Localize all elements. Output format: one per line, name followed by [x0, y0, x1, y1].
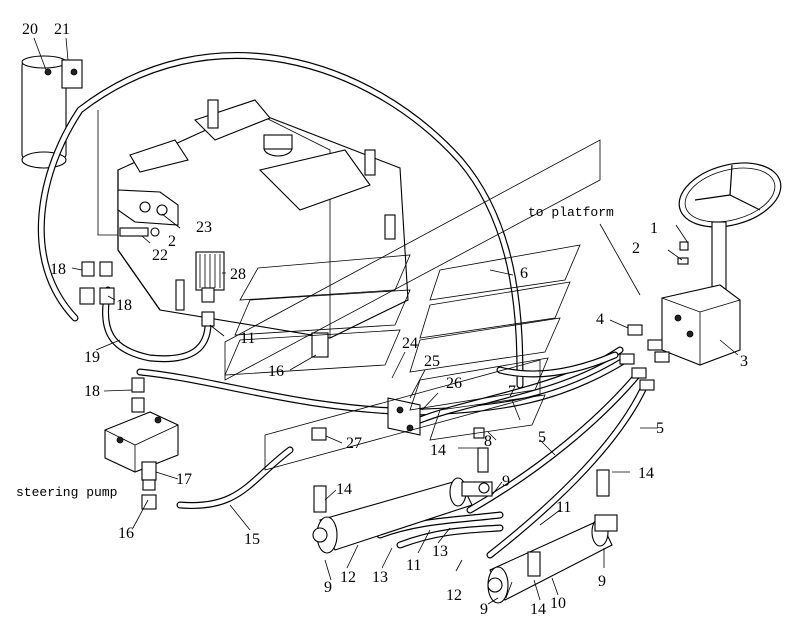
label-9d: 9 [480, 601, 488, 618]
label-15: 15 [244, 531, 260, 548]
hose-bracket [387, 397, 421, 436]
label-27: 27 [346, 435, 362, 452]
label-12b: 12 [446, 587, 462, 604]
label-17: 17 [176, 471, 192, 488]
hydraulic-tank [117, 99, 409, 339]
label-13a: 13 [432, 543, 448, 560]
steering-pump-label: steering pump [16, 485, 117, 500]
label-14d: 14 [530, 601, 546, 618]
label-9b: 9 [324, 579, 332, 596]
label-18b: 18 [116, 297, 132, 314]
label-11b: 11 [556, 499, 571, 516]
label-26: 26 [446, 375, 462, 392]
label-1: 1 [650, 220, 658, 237]
label-14a: 14 [430, 442, 446, 459]
label-9a: 9 [502, 473, 510, 490]
label-21: 21 [54, 21, 70, 38]
label-18a: 18 [50, 261, 66, 278]
label-14b: 14 [336, 481, 352, 498]
steering-wheel [661, 162, 782, 366]
label-8: 8 [484, 433, 492, 450]
steering-cylinder-left [312, 427, 493, 554]
label-28: 28 [230, 266, 246, 283]
label-10: 10 [550, 595, 566, 612]
label-16b: 16 [118, 525, 134, 542]
label-5a: 5 [538, 429, 546, 446]
label-6: 6 [520, 265, 528, 282]
label-9c: 9 [598, 573, 606, 590]
suction-strainer [195, 251, 225, 291]
steering-cylinder-right [487, 469, 618, 604]
label-20: 20 [22, 21, 38, 38]
label-3: 3 [740, 353, 748, 370]
label-23: 23 [196, 219, 212, 236]
to-platform-note: to platform [528, 205, 614, 220]
part-labels: 20 21 23 2 22 18 18 28 11 19 16 18 24 25… [16, 21, 748, 618]
label-13b: 13 [372, 569, 388, 586]
label-11c: 11 [406, 557, 421, 574]
label-2b: 2 [632, 240, 640, 257]
steering-pump [104, 411, 179, 510]
return-filter [21, 55, 83, 169]
label-25: 25 [424, 353, 440, 370]
label-11a: 11 [240, 330, 255, 347]
label-2a: 2 [168, 233, 176, 250]
label-24: 24 [402, 335, 418, 352]
control-fittings [619, 241, 689, 391]
label-5b: 5 [656, 420, 664, 437]
label-18c: 18 [84, 383, 100, 400]
label-16a: 16 [268, 363, 284, 380]
fittings-left [79, 261, 329, 441]
valve-block [117, 189, 179, 237]
label-19: 19 [84, 349, 100, 366]
platform-outline [224, 139, 601, 471]
leader-lines [33, 37, 739, 605]
label-22: 22 [152, 247, 168, 264]
label-12a: 12 [340, 569, 356, 586]
label-7: 7 [508, 383, 516, 400]
label-14c: 14 [638, 465, 654, 482]
label-4: 4 [596, 311, 604, 328]
